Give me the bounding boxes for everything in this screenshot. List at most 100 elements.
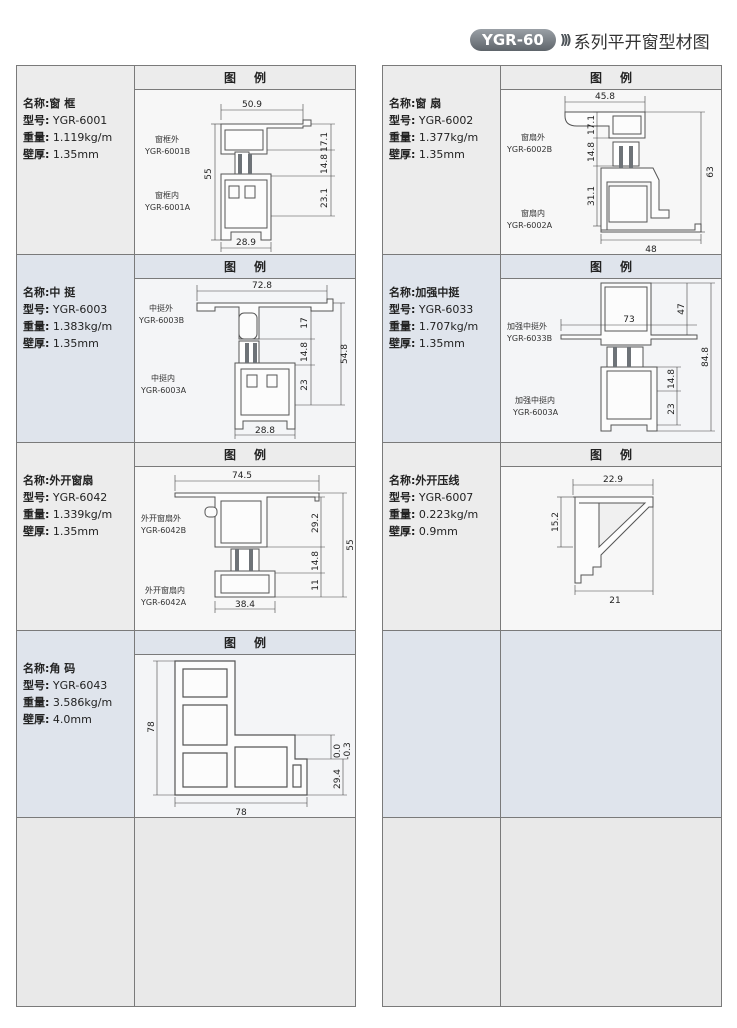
profile-info-cell: 名称:窗 框 型号: YGR-6001 重量: 1.119kg/m 壁厚: 1.… [17,66,135,254]
caption-inner: 外开窗扇内 [145,585,185,595]
dim-height: 63 [706,166,716,177]
profile-name: 窗 扇 [415,97,442,110]
dim-width: 50.9 [242,100,262,110]
dim-width: 78 [235,808,247,818]
profile-info: 名称:外开窗扇 型号: YGR-6042 重量: 1.339kg/m 壁厚: 1… [23,474,113,538]
dim-h3: 23 [667,403,677,414]
caption-outer: 窗扇外 [521,132,545,142]
profile-wall-thickness: 1.35mm [52,148,99,161]
caption-outer: 中挺外 [149,303,173,313]
dim-h3: 23.1 [320,188,330,208]
dim-bottom: 38.4 [235,600,255,610]
dim-h2: 14.8 [311,551,321,571]
profile-info-cell: 名称:加强中挺 型号: YGR-6033 重量: 1.707kg/m 壁厚: 1… [383,255,501,442]
empty-info-cell [17,818,135,1006]
dim-width: 22.9 [603,475,623,485]
dim-bottom: 28.9 [236,238,256,248]
caption-inner-model: YGR-6002A [506,221,553,230]
profile-weight: 3.586kg/m [52,696,113,709]
caption-inner-model: YGR-6042A [140,598,187,607]
dim-width: 72.8 [252,281,272,291]
caption-outer: 加强中挺外 [507,321,547,331]
profile-svg-ygr-6043: 78 78 0.0 -0.3 29.4 [147,660,353,818]
profile-model: YGR-6042 [52,491,108,504]
profile-name: 窗 框 [49,97,76,110]
figure-cell: 图例 [501,66,721,255]
caption-outer-model: YGR-6033B [506,334,552,343]
figure-cell: 图例 [135,631,355,818]
profile-wall-thickness: 0.9mm [418,525,458,538]
dim-height: 54.8 [340,344,350,364]
profile-svg-ygr-6007: 22.9 15.2 21 [551,475,654,606]
empty-row [383,631,721,818]
caption-inner: 窗框内 [155,190,179,200]
dim-width: 73 [623,315,634,325]
empty-info-cell [383,818,501,1006]
profile-info: 名称:中 挺 型号: YGR-6003 重量: 1.383kg/m 壁厚: 1.… [23,286,113,350]
dim-h1: 17.1 [320,132,330,152]
profile-wall-thickness: 1.35mm [52,525,99,538]
profile-drawing: 外开窗扇外 YGR-6042B 外开窗扇内 YGR-6042A 74.5 29.… [135,467,355,630]
profile-name: 外开窗扇 [49,474,94,487]
dim-bottom: 28.8 [255,426,275,436]
figure-header: 图例 [135,255,355,279]
profile-model: YGR-6043 [52,679,108,692]
profile-wall-thickness: 1.35mm [418,148,465,161]
dim-h3: 31.1 [587,186,597,206]
caption-inner: 中挺内 [151,373,175,383]
profile-model: YGR-6007 [418,491,474,504]
dim-bottom: 21 [609,596,620,606]
series-badge: YGR-60 [470,29,556,51]
profile-row-ygr-6033: 名称:加强中挺 型号: YGR-6033 重量: 1.707kg/m 壁厚: 1… [383,255,721,443]
dim-h3: 23 [300,379,310,390]
profile-info-cell: 名称:中 挺 型号: YGR-6003 重量: 1.383kg/m 壁厚: 1.… [17,255,135,442]
caption-inner-model: YGR-6001A [144,203,191,212]
profile-info-cell: 名称:外开窗扇 型号: YGR-6042 重量: 1.339kg/m 壁厚: 1… [17,443,135,630]
profile-model: YGR-6001 [52,114,108,127]
profile-info-cell: 名称:外开压线 型号: YGR-6007 重量: 0.223kg/m 壁厚: 0… [383,443,501,630]
empty-info-cell [383,631,501,817]
profile-drawing: 78 78 0.0 -0.3 29.4 [135,655,355,818]
profile-svg-ygr-6033: 加强中挺外 YGR-6033B 加强中挺内 YGR-6003A 73 47 14… [506,282,715,432]
profile-model: YGR-6002 [418,114,474,127]
profile-info: 名称:窗 扇 型号: YGR-6002 重量: 1.377kg/m 壁厚: 1.… [389,97,479,161]
profile-name: 外开压线 [415,474,460,487]
profile-drawing: 窗框外 YGR-6001B 窗框内 YGR-6001A 50.9 17.1 14… [135,90,355,254]
profile-weight: 1.383kg/m [52,320,113,333]
figure-header: 图例 [501,66,721,90]
dim-bottom: 48 [645,245,657,255]
caption-inner-model: YGR-6003A [512,408,559,417]
dim-offset-a: 0.0 [333,744,343,759]
profile-info: 名称:加强中挺 型号: YGR-6033 重量: 1.707kg/m 壁厚: 1… [389,286,479,350]
profile-svg-ygr-6001: 窗框外 YGR-6001B 窗框内 YGR-6001A 50.9 17.1 14… [144,100,335,252]
dim-h3: 11 [311,579,321,590]
dim-h1: 29.4 [333,769,343,789]
figure-header: 图例 [501,255,721,279]
profile-wall-thickness: 1.35mm [418,337,465,350]
caption-outer-model: YGR-6042B [140,526,186,535]
profile-weight: 1.119kg/m [52,131,113,144]
caption-outer: 窗框外 [155,134,179,144]
right-catalog-panel: 名称:窗 扇 型号: YGR-6002 重量: 1.377kg/m 壁厚: 1.… [382,65,722,1007]
profile-weight: 1.339kg/m [52,508,113,521]
profile-row-ygr-6003: 名称:中 挺 型号: YGR-6003 重量: 1.383kg/m 壁厚: 1.… [17,255,355,443]
figure-cell: 图例 [135,66,355,254]
dim-width: 45.8 [595,92,615,102]
caption-inner-model: YGR-6003A [140,386,187,395]
dim-height: 55 [346,539,356,550]
profile-weight: 1.707kg/m [418,320,479,333]
caption-inner: 加强中挺内 [515,395,555,405]
figure-cell: 图例 [135,443,355,630]
profile-name: 角 码 [49,662,76,675]
figure-header: 图例 [501,443,721,467]
figure-header: 图例 [135,443,355,467]
dim-h1: 29.2 [311,513,321,533]
figure-cell: 图例 [501,255,721,442]
profile-info-cell: 名称:窗 扇 型号: YGR-6002 重量: 1.377kg/m 壁厚: 1.… [383,66,501,254]
dim-offset-b: -0.3 [343,742,353,760]
profile-drawing: 中挺外 YGR-6003B 中挺内 YGR-6003A 72.8 17 14.8… [135,279,355,442]
figure-cell: 图例 [135,255,355,442]
page-title: 系列平开窗型材图 [573,32,710,53]
page-header: YGR-60 ))) 系列平开窗型材图 [470,28,710,53]
profile-drawing: 22.9 15.2 21 [501,467,721,630]
